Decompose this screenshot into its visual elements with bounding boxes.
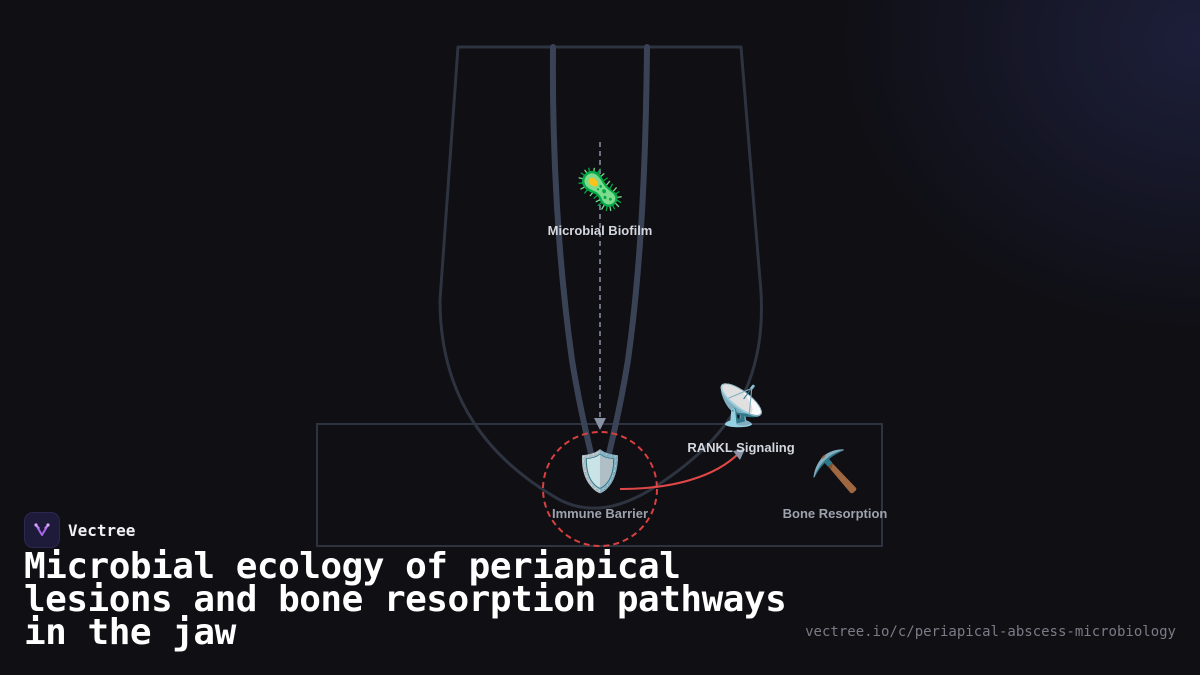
brand: Vectree (24, 512, 135, 548)
microbe-icon: 🦠 (575, 167, 625, 213)
infection-path-arrowhead (594, 418, 606, 430)
rankl-signal-curve (619, 451, 741, 490)
root-canal-left-wall (549, 44, 595, 461)
satellite-dish-icon: 📡 (716, 383, 766, 429)
shield-icon: 🛡️ (575, 449, 625, 495)
root-canal-right-wall (605, 44, 650, 461)
page-title: Microbial ecology of periapical lesions … (24, 546, 787, 653)
periapical-lesion-ring (542, 431, 658, 547)
rankl-label: RANKL Signaling (687, 440, 795, 455)
tooth-outline (438, 45, 763, 510)
brand-name: Vectree (68, 520, 136, 540)
biofilm-label: Microbial Biofilm (547, 223, 653, 238)
vectree-logo-icon (24, 512, 60, 548)
source-url[interactable]: vectree.io/c/periapical-abscess-microbio… (805, 624, 1176, 640)
rankl-signal-arrowhead (733, 449, 745, 460)
bone-resorption-label: Bone Resorption (782, 506, 888, 521)
immune-barrier-label: Immune Barrier (551, 506, 649, 521)
pick-icon: ⛏️ (810, 449, 860, 495)
